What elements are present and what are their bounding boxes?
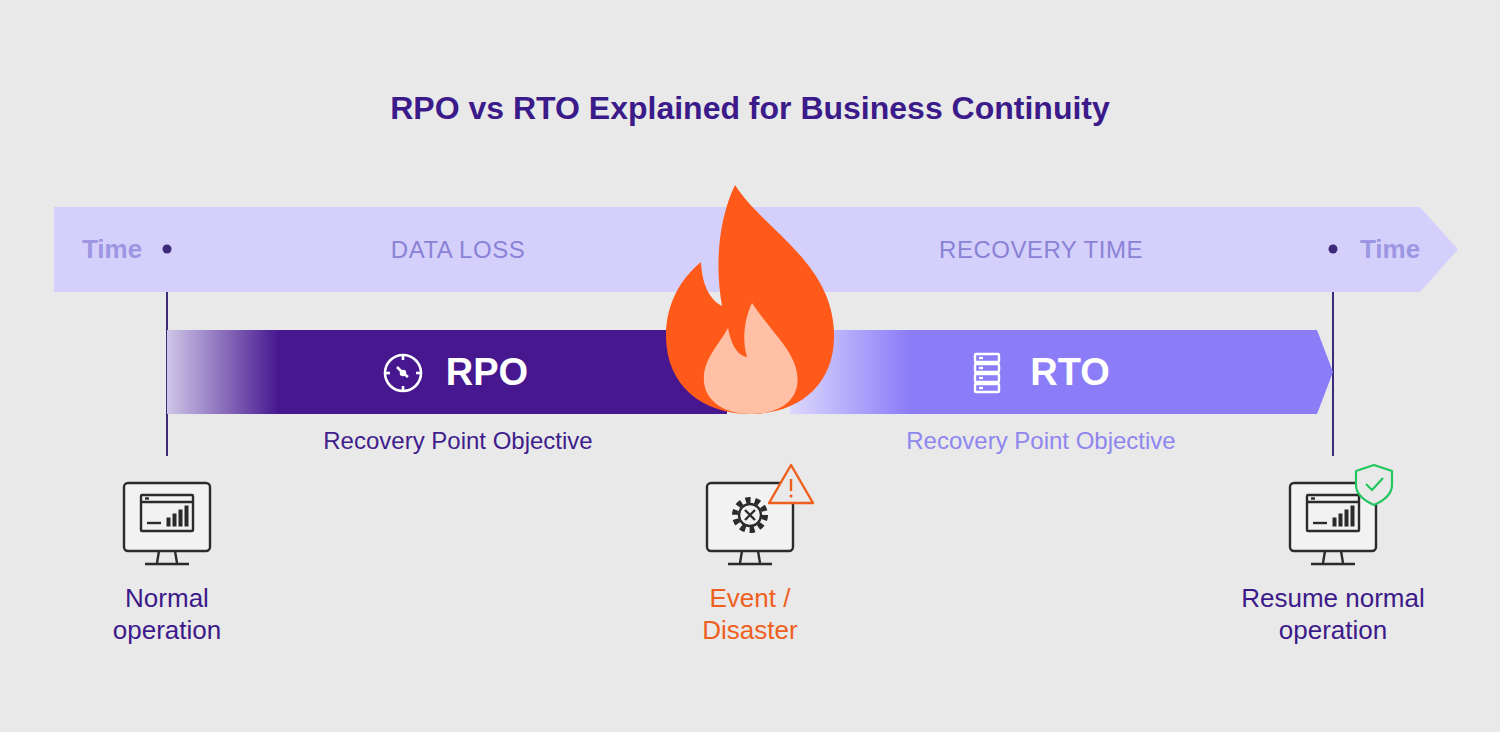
monitor-icon	[1290, 465, 1392, 564]
flame-icon	[666, 185, 834, 414]
state-label: Resume normal operation	[1218, 582, 1448, 646]
timeline-dot	[163, 245, 172, 254]
state-label: Normal operation	[87, 582, 247, 646]
diagram-title: RPO vs RTO Explained for Business Contin…	[0, 88, 1500, 128]
timeline-band: Time DATA LOSS RECOVERY TIME Time	[54, 207, 1458, 292]
clock-icon	[385, 355, 421, 391]
monitor-icon	[124, 483, 210, 564]
metric-name: RPO	[387, 350, 587, 394]
axis-label: Time	[52, 233, 172, 265]
monitor-icon	[707, 465, 813, 564]
metric-description: Recovery Point Objective	[831, 426, 1251, 456]
bar-shape	[167, 330, 727, 414]
axis-label: Time	[1330, 233, 1450, 265]
phase-label: RECOVERY TIME	[861, 234, 1221, 266]
shape-outline	[54, 207, 1458, 292]
rto-bar: RTORecovery Point Objective	[790, 330, 1333, 414]
metric-description: Recovery Point Objective	[248, 426, 668, 456]
server-icon	[975, 354, 999, 392]
rpo-bar: RPORecovery Point Objective	[167, 330, 727, 414]
event-label: Event / Disaster	[675, 582, 825, 646]
bar-shape	[790, 330, 1333, 414]
timeline-dot	[1329, 245, 1338, 254]
phase-label: DATA LOSS	[298, 234, 618, 266]
band-shape	[54, 207, 1458, 292]
metric-name: RTO	[970, 350, 1170, 394]
